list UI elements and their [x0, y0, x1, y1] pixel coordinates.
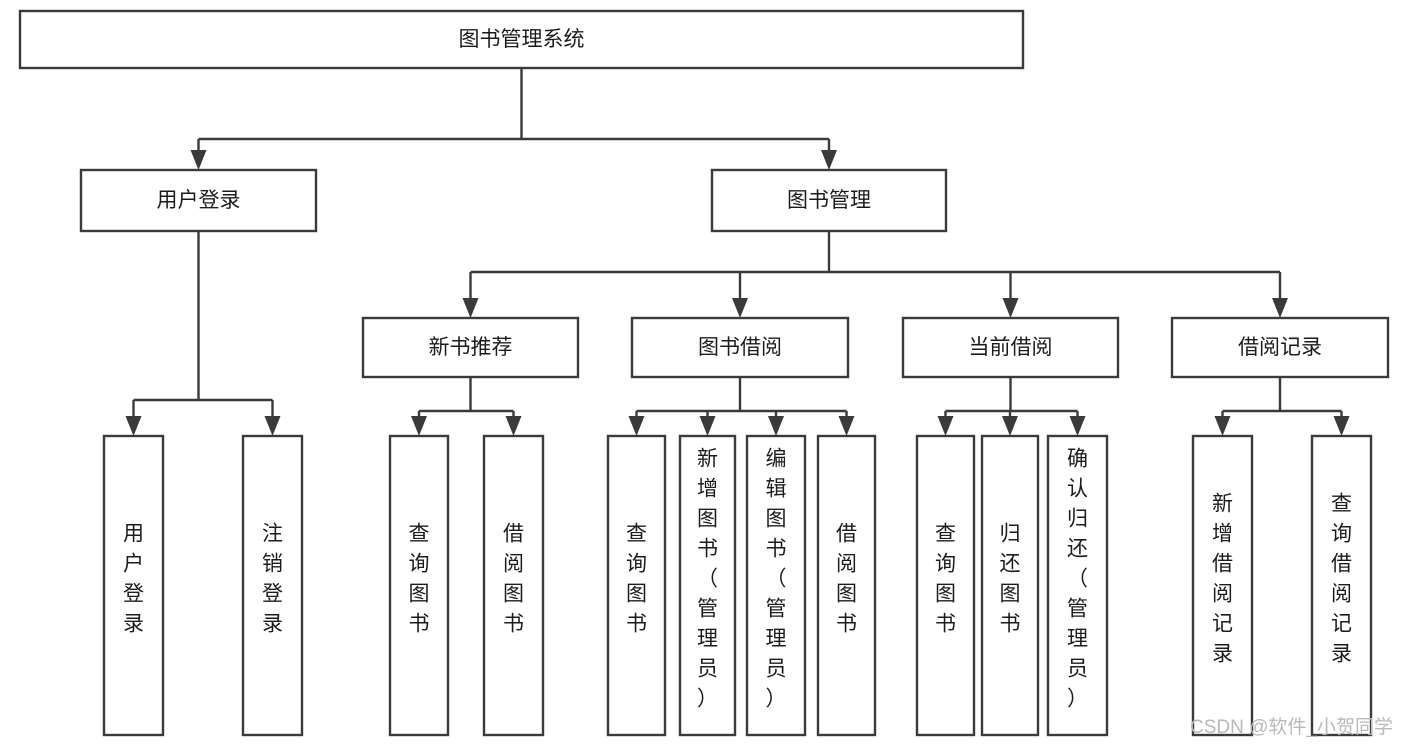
node-leaf-query-book-borrow-label: 查询图书 [626, 523, 647, 636]
connector-layer [125, 68, 1350, 436]
arrow-head-icon [1069, 416, 1086, 436]
node-root-label: 图书管理系统 [459, 28, 585, 51]
node-book-management-box[interactable] [710, 168, 948, 233]
arrow-head-icon [1333, 416, 1350, 436]
node-book-borrow-label: 图书借阅 [698, 336, 782, 359]
arrow-head-icon [190, 150, 207, 170]
arrow-head-icon [699, 416, 716, 436]
arrow-head-icon [1214, 416, 1231, 436]
arrow-head-icon [1002, 298, 1019, 318]
node-current-borrow[interactable]: 当前借阅 [901, 316, 1120, 379]
node-leaf-query-book-current-label: 查询图书 [935, 523, 956, 636]
node-new-book-recommend-label: 新书推荐 [429, 336, 513, 359]
node-leaf-borrow-book-recommend-label: 借阅图书 [503, 523, 524, 636]
node-book-borrow[interactable]: 图书借阅 [630, 316, 850, 379]
arrow-head-icon [937, 416, 954, 436]
node-book-management-label: 图书管理 [787, 189, 871, 212]
node-current-borrow-box[interactable] [901, 316, 1120, 379]
arrow-head-icon [732, 298, 748, 318]
node-leaf-borrow-book-box[interactable] [816, 434, 877, 737]
node-leaf-add-borrow-record-label: 新增借阅记录 [1212, 493, 1233, 666]
node-leaf-query-book-recommend[interactable]: 查询图书 [388, 434, 450, 737]
node-leaf-user-login-box[interactable] [102, 434, 165, 737]
node-leaf-add-book-admin[interactable]: 新增图书（管理员） [678, 434, 737, 737]
node-leaf-query-book-borrow[interactable]: 查询图书 [606, 434, 667, 737]
node-user-login-box[interactable] [79, 168, 318, 233]
node-leaf-confirm-return-admin-label: 确认归还（管理员） [1067, 448, 1088, 711]
node-root-box[interactable] [18, 9, 1025, 70]
arrow-head-icon [1002, 416, 1018, 436]
node-borrow-records-label: 借阅记录 [1238, 336, 1322, 359]
node-leaf-query-borrow-record-label: 查询借阅记录 [1331, 493, 1352, 666]
node-leaf-query-book-current-box[interactable] [915, 434, 976, 737]
arrow-head-icon [628, 416, 645, 436]
node-leaf-logout-box[interactable] [241, 434, 304, 737]
arrow-head-icon [264, 416, 281, 436]
node-leaf-return-book-label: 归还图书 [1000, 523, 1021, 636]
arrow-head-icon [768, 416, 784, 436]
node-leaf-user-login-label: 用户登录 [123, 523, 144, 636]
node-leaf-logout[interactable]: 注销登录 [241, 434, 304, 737]
node-leaf-borrow-book-label: 借阅图书 [836, 523, 857, 636]
arrow-head-icon [1272, 298, 1288, 318]
csdn-watermark: CSDN @软件_小贺同学 [1190, 716, 1393, 738]
node-current-borrow-label: 当前借阅 [969, 336, 1053, 359]
arrow-head-icon [411, 416, 427, 436]
node-leaf-edit-book-admin-box[interactable] [745, 434, 807, 737]
node-leaf-query-book-current[interactable]: 查询图书 [915, 434, 976, 737]
node-book-management[interactable]: 图书管理 [710, 168, 948, 233]
arrow-head-icon [462, 298, 479, 318]
node-layer: 图书管理系统用户登录图书管理新书推荐图书借阅当前借阅借阅记录用户登录注销登录查询… [18, 9, 1390, 737]
node-leaf-confirm-return-admin-box[interactable] [1046, 434, 1109, 737]
node-leaf-add-borrow-record-box[interactable] [1191, 434, 1254, 737]
arrow-head-icon [821, 150, 837, 170]
node-leaf-query-borrow-record-box[interactable] [1310, 434, 1373, 737]
node-borrow-records-box[interactable] [1170, 316, 1390, 379]
arrow-head-icon [125, 416, 142, 436]
node-leaf-return-book-box[interactable] [980, 434, 1040, 737]
node-leaf-query-borrow-record[interactable]: 查询借阅记录 [1310, 434, 1373, 737]
node-leaf-edit-book-admin-label: 编辑图书（管理员） [766, 448, 787, 711]
node-root[interactable]: 图书管理系统 [18, 9, 1025, 70]
node-leaf-return-book[interactable]: 归还图书 [980, 434, 1040, 737]
node-leaf-query-book-borrow-box[interactable] [606, 434, 667, 737]
node-leaf-user-login[interactable]: 用户登录 [102, 434, 165, 737]
node-new-book-recommend-box[interactable] [361, 316, 580, 379]
node-user-login-label: 用户登录 [157, 189, 241, 212]
node-borrow-records[interactable]: 借阅记录 [1170, 316, 1390, 379]
node-book-borrow-box[interactable] [630, 316, 850, 379]
node-leaf-add-book-admin-label: 新增图书（管理员） [697, 448, 718, 711]
node-leaf-add-book-admin-box[interactable] [678, 434, 737, 737]
node-leaf-add-borrow-record[interactable]: 新增借阅记录 [1191, 434, 1254, 737]
node-leaf-edit-book-admin[interactable]: 编辑图书（管理员） [745, 434, 807, 737]
arrow-head-icon [838, 416, 855, 436]
node-leaf-borrow-book[interactable]: 借阅图书 [816, 434, 877, 737]
node-new-book-recommend[interactable]: 新书推荐 [361, 316, 580, 379]
node-leaf-confirm-return-admin[interactable]: 确认归还（管理员） [1046, 434, 1109, 737]
arrow-head-icon [505, 416, 522, 436]
node-leaf-borrow-book-recommend-box[interactable] [482, 434, 545, 737]
node-leaf-borrow-book-recommend[interactable]: 借阅图书 [482, 434, 545, 737]
node-user-login[interactable]: 用户登录 [79, 168, 318, 233]
node-leaf-query-book-recommend-box[interactable] [388, 434, 450, 737]
node-leaf-logout-label: 注销登录 [262, 523, 283, 636]
node-leaf-query-book-recommend-label: 查询图书 [409, 523, 430, 636]
